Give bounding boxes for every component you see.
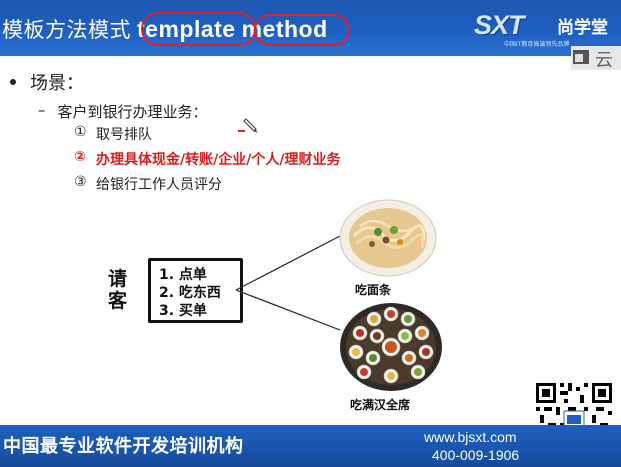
scenario-text: 客户到银行办理业务： [57,103,208,121]
menu-item-order: 1. 点单 [159,267,207,283]
scene-heading: 场景： [30,73,84,94]
step-item-highlighted: ② 办理具体现金/转账/企业/个人/理财业务 [74,149,340,169]
footer-website-link[interactable]: www.bjsxt.com [424,429,517,445]
annotation-circle-method [254,14,350,46]
logo-mark: SXT [474,10,525,40]
step-item: ① 取号排队 [74,124,152,144]
brand-logo: SXT 尚学堂 中国IT教育高端领先品牌 [474,10,614,50]
footer-slogan: 中国最专业软件开发培训机构 [3,436,244,457]
step-item: ③ 给银行工作人员评分 [74,174,222,194]
scene-bullet: 场景： [10,69,84,95]
dash-marker: – [38,101,46,119]
title-chinese: 模板方法模式 [2,18,131,42]
side-tab-label: 云 [595,50,613,71]
bullet-dot [10,79,16,85]
slide-footer: 中国最专业软件开发培训机构 www.bjsxt.com 400-009-1906 [0,425,621,467]
noodle-bowl-image [339,199,437,277]
banquet-feast-image [340,303,442,391]
please-label: 请客 [108,268,128,312]
step-text: 取号排队 [96,127,152,143]
step-text: 办理具体现金/转账/企业/个人/理财业务 [96,152,341,168]
step-number: ③ [74,174,87,190]
window-restore-icon [573,50,589,64]
side-panel-tab[interactable]: 云 [571,46,621,71]
menu-item-eat: 2. 吃东西 [159,285,221,301]
logo-name: 尚学堂 [557,18,608,38]
step-number: ① [74,124,87,140]
menu-item-pay: 3. 买单 [159,303,207,319]
step-text: 给银行工作人员评分 [96,177,222,193]
pen-cursor-icon [238,118,257,133]
scenario-bullet: – 客户到银行办理业务： [38,101,208,122]
menu-box: 1. 点单 2. 吃东西 3. 买单 [148,258,243,323]
step-number: ② [74,149,86,165]
footer-phone: 400-009-1906 [432,447,520,463]
logo-tagline: 中国IT教育高端领先品牌 [504,41,570,48]
dish-label-banquet: 吃满汉全席 [350,398,411,412]
slide-header: 模板方法模式 template method SXT 尚学堂 中国IT教育高端领… [0,0,621,56]
dish-label-noodles: 吃面条 [355,283,392,297]
annotation-circle-template [141,12,256,46]
